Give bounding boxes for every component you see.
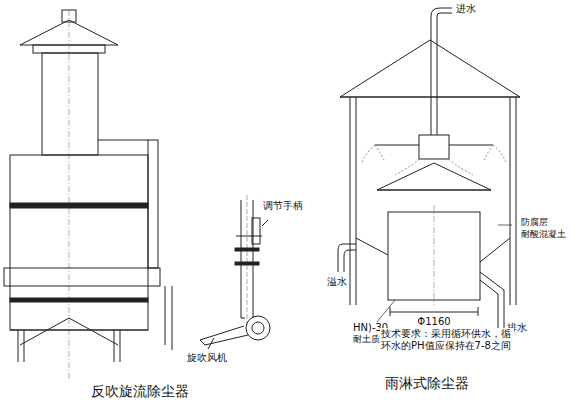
concrete-label: 耐酸混凝土 — [520, 229, 567, 240]
handle-label: 调节手柄 — [262, 200, 304, 212]
water-inlet-label: 进水 — [455, 3, 477, 15]
cyclone-collector — [4, 10, 172, 380]
coating-label: 防腐层 — [520, 217, 549, 228]
technical-note: 技术要求：采用循环供水，循环水的PH值应保持在7-8之间 — [380, 328, 514, 352]
spray-collector — [338, 8, 520, 330]
caption-left: 反吹旋流除尘器 — [90, 383, 190, 400]
fan-label: 旋吹风机 — [186, 352, 228, 364]
fan-detail — [200, 195, 270, 349]
diameter-dimension: Φ1160 — [416, 316, 451, 328]
overflow-label: 溢水 — [326, 276, 348, 288]
caption-right: 雨淋式除尘器 — [384, 375, 470, 392]
